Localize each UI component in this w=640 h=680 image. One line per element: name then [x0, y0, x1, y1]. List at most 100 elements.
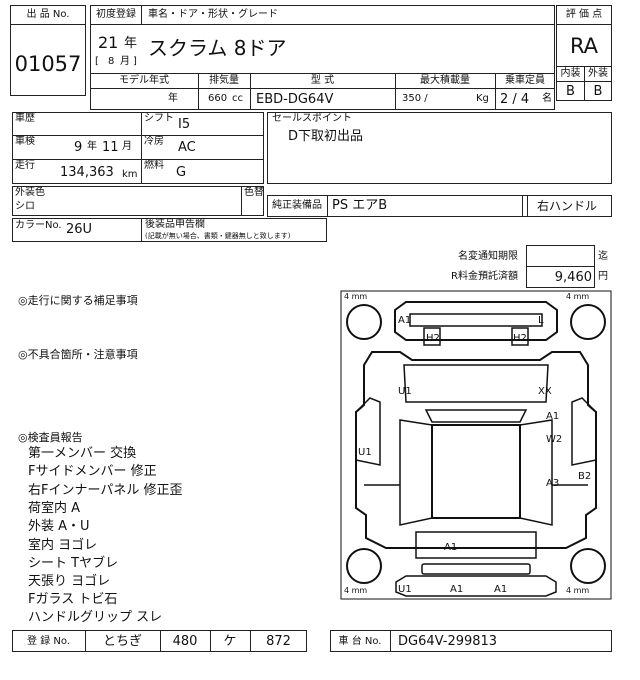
reg-year: 21: [98, 33, 119, 52]
recycle-unit: 円: [598, 271, 608, 282]
max-load: 350 /: [402, 93, 428, 104]
interior-label: 内装: [560, 68, 581, 79]
name-label: 車名・ドア・形状・グレード: [148, 9, 278, 20]
name-change-cell: [526, 245, 595, 267]
color-no-block: [12, 218, 327, 242]
reg-number: 872: [266, 634, 291, 649]
equipment: PS エアB: [332, 198, 388, 213]
wheel-rear-right: [570, 548, 606, 584]
mark-top-a1: A1: [398, 315, 411, 326]
color: シロ: [15, 201, 35, 212]
capacity-unit: 名: [542, 93, 552, 104]
chassis-label: 車 台 No.: [338, 636, 382, 647]
chassis: DG64V-299813: [398, 634, 498, 649]
driving-notes-title: ◎走行に関する補足事項: [18, 294, 138, 307]
displacement: 660: [208, 93, 228, 104]
chassis-block: [330, 630, 612, 652]
inspector-line: Fガラス トビ石: [28, 592, 118, 607]
inspector-line: 外装 A・U: [28, 519, 90, 534]
max-load-unit: Kg: [476, 93, 489, 104]
inspector-line: 天張り ヨゴレ: [28, 574, 111, 589]
vehicle-type: EBD-DG64V: [256, 92, 334, 107]
inspector-line: Fサイドメンバー 修正: [28, 464, 157, 479]
type-label: 型 式: [310, 75, 335, 86]
mark-a3: A3: [546, 478, 559, 489]
spec-value-row: [90, 88, 555, 110]
mark-top-l: L: [538, 315, 544, 326]
color-no-label: カラーNo.: [15, 220, 62, 231]
score: RA: [569, 34, 599, 58]
inspector-line: 第一メンバー 交換: [28, 446, 137, 461]
equipment-label: 純正装備品: [272, 200, 322, 211]
ac: AC: [178, 140, 196, 155]
steering: 右ハンドル: [537, 199, 598, 213]
mark-bottom-a1-1: A1: [450, 584, 463, 595]
sales-point-block: [267, 112, 612, 184]
lot-no-cell: [10, 24, 86, 96]
name-change-label: 名変通知期限: [458, 251, 518, 262]
tire-label-front-right: 4 mm: [566, 292, 589, 301]
mileage: 134,363: [60, 165, 114, 180]
color-no: 26U: [66, 222, 93, 237]
recycle-cell: [526, 266, 595, 288]
mark-u1-upper: U1: [398, 386, 412, 397]
shift: I5: [178, 117, 191, 132]
tire-label-rear-right: 4 mm: [566, 586, 589, 595]
mark-b2: B2: [578, 471, 591, 482]
mark-bottom-u1: U1: [398, 584, 412, 595]
capacity: 2 / 4: [500, 92, 530, 107]
mark-a1-cargo: A1: [444, 542, 457, 553]
wheel-front-left: [346, 304, 382, 340]
reg-class: 480: [172, 634, 198, 649]
mark-h2-right: H2: [513, 333, 527, 344]
history-label: 車歴: [15, 113, 35, 124]
car-name: スクラム 8ドア: [148, 36, 287, 60]
color-label: 外装色: [15, 187, 45, 198]
shift-label: シフト: [144, 113, 174, 124]
tire-label-rear-left: 4 mm: [344, 586, 367, 595]
exterior-grade: B: [593, 84, 603, 99]
inspection-month-unit: 月: [122, 141, 132, 152]
reg-month-unit: 月: [120, 56, 130, 67]
ac-label: 冷房: [144, 136, 164, 147]
aftermarket-label: 後装品申告欄: [145, 219, 205, 230]
model-year-label: モデル年式: [119, 75, 169, 86]
name-change-unit: 迄: [598, 251, 608, 262]
mileage-label: 走行: [15, 160, 35, 171]
lot-no-label: 出 品 No.: [26, 9, 70, 20]
inspection-month: 11: [102, 140, 119, 155]
exterior-cell: [584, 81, 612, 101]
color-block: [12, 186, 264, 216]
mark-bottom-a1-2: A1: [494, 584, 507, 595]
tire-label-front-left: 4 mm: [344, 292, 367, 301]
inspection-year: 9: [74, 140, 83, 155]
color-change-label: 色替: [244, 187, 264, 198]
inspector-line: 右Fインナーパネル 修正歪: [28, 483, 183, 498]
interior-grade: B: [566, 84, 575, 99]
details-left-block: [12, 112, 264, 184]
inspector-line: 室内 ヨゴレ: [28, 538, 98, 553]
inspection-year-unit: 年: [87, 141, 97, 152]
rating-label: 評 価 点: [565, 9, 603, 20]
recycle: 9,460: [554, 270, 592, 285]
lot-no: 01057: [14, 52, 82, 76]
model-year-unit: 年: [168, 93, 178, 104]
fuel: G: [176, 165, 187, 180]
reg-month-open: [: [95, 56, 99, 67]
inspector-line: 荷室内 A: [28, 501, 81, 516]
mark-h2-left: H2: [426, 333, 440, 344]
recycle-label: R料金預託済額: [451, 271, 518, 282]
first-reg-label: 初度登録: [96, 9, 136, 20]
displacement-label: 排気量: [209, 75, 239, 86]
equipment-block: [267, 195, 612, 217]
reg-area: とちぎ: [102, 634, 142, 649]
mark-xx: XX: [538, 386, 552, 397]
mark-u1-left: U1: [358, 447, 372, 458]
inspector-line: ハンドルグリップ スレ: [28, 610, 163, 625]
reg-month-close: ]: [133, 56, 137, 67]
inspector-line: シート Tヤブレ: [28, 556, 119, 571]
reg-no-block: [12, 630, 307, 652]
fuel-label: 燃料: [144, 160, 164, 171]
wheel-rear-left: [346, 548, 382, 584]
defects-title: ◎不具合箇所・注意事項: [18, 348, 138, 361]
